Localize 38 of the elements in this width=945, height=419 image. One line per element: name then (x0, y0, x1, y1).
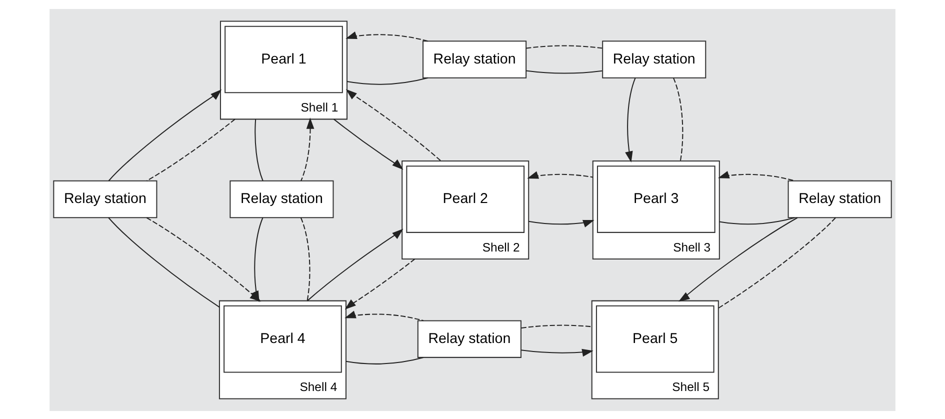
connector (719, 216, 795, 224)
node-box: Pearl 5 (596, 304, 714, 372)
node-box: Relay station (417, 320, 522, 358)
arrow (251, 217, 264, 302)
arrow (346, 88, 442, 161)
arrow (521, 348, 594, 356)
node-box: Relay station (788, 180, 892, 218)
arrow (344, 310, 424, 321)
arrow (528, 219, 594, 227)
arrow (678, 216, 798, 302)
arrow (625, 77, 636, 162)
node-box: Pearl 4 (224, 304, 342, 372)
node-box: Relay station (53, 180, 158, 218)
node-box: Pearl 2 (406, 165, 525, 232)
connector (300, 217, 310, 300)
connector (672, 77, 684, 161)
connector (521, 324, 592, 328)
connector (254, 118, 264, 181)
arrow (334, 118, 404, 170)
connector (526, 44, 602, 48)
connector (346, 356, 424, 364)
arrow (306, 228, 404, 301)
node-box: Pearl 1 (224, 25, 343, 93)
node-box: Relay station (230, 180, 334, 218)
connector (108, 216, 220, 308)
connector (146, 118, 236, 181)
connector (718, 216, 836, 308)
connector (526, 70, 602, 74)
node-box: Relay station (602, 40, 706, 78)
connector (346, 76, 428, 84)
arrow (344, 258, 416, 310)
arrow (527, 170, 593, 178)
arrow (718, 170, 795, 181)
arrow (346, 31, 428, 42)
arrow (300, 117, 314, 181)
node-box: Pearl 3 (596, 165, 716, 232)
arrow (108, 88, 222, 181)
node-box: Relay station (422, 40, 527, 78)
